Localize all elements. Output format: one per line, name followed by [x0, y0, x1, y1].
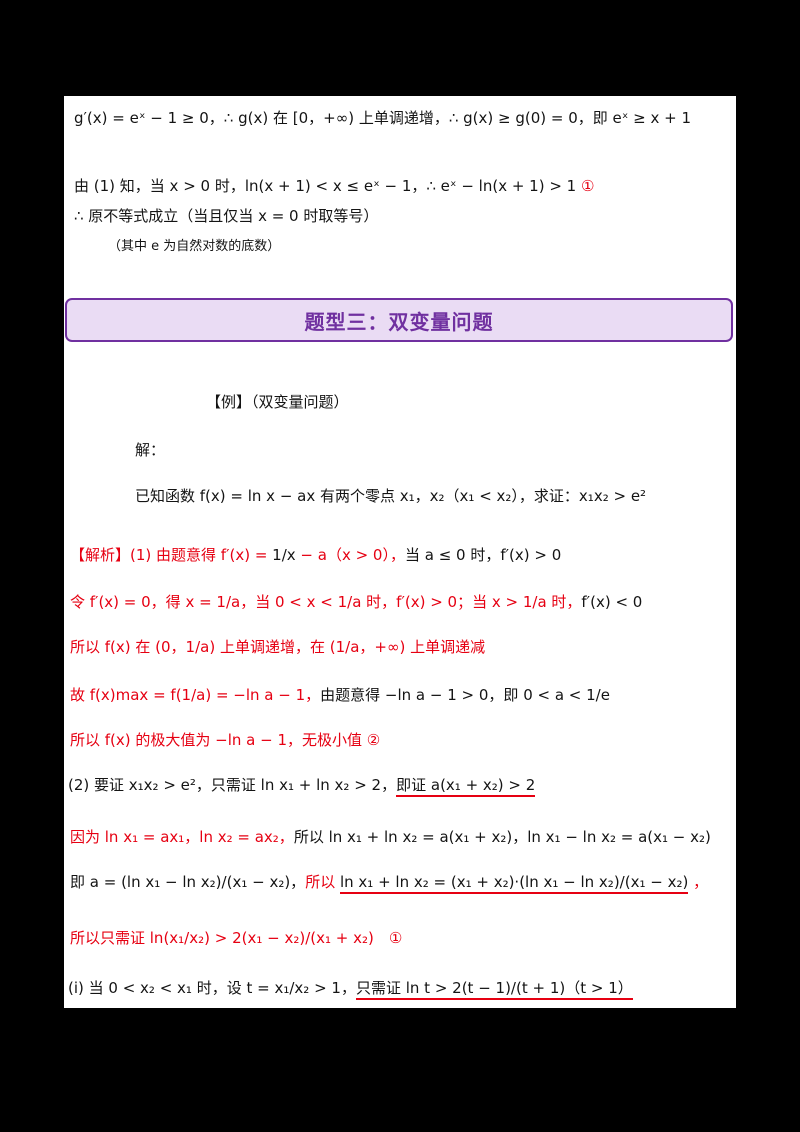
text-run: ln x₁ + ln x₂ = (x₁ + x₂)·(ln x₁ − ln x₂… [339, 873, 689, 894]
text-line: 已知函数 f(x) = ln x − ax 有两个零点 x₁，x₂（x₁ < x… [135, 486, 646, 506]
text-run: 即 a = (ln x₁ − ln x₂)/(x₁ − x₂)， [70, 873, 306, 891]
text-line: 【解析】(1) 由题意得 f′(x) = 1/x − a（x > 0），当 a … [70, 545, 561, 565]
text-line: (i) 当 0 < x₂ < x₁ 时，设 t = x₁/x₂ > 1，只需证 … [68, 978, 633, 1000]
text-run: (2) 要证 x₁x₂ > e²，只需证 ln x₁ + ln x₂ > 2， [68, 776, 397, 794]
text-run: 所以 f(x) 在 (0，1/a) 上单调递增，在 (1/a，+∞) 上单调递减 [70, 638, 486, 656]
text-run: ， [688, 873, 709, 891]
text-run: 由 (1) 知，当 x > 0 时，ln(x + 1) < x ≤ eˣ − 1… [74, 177, 581, 195]
text-line: 所以只需证 ln(x₁/x₂) > 2(x₁ − x₂)/(x₁ + x₂) ① [70, 928, 402, 948]
text-run: 当 a ≤ 0 时，f′(x) > 0 [404, 546, 562, 564]
text-run: （其中 e 为自然对数的底数） [108, 239, 281, 254]
text-line: ∴ 原不等式成立（当且仅当 x = 0 时取等号） [74, 206, 378, 226]
text-line: 解： [135, 440, 165, 460]
section-banner: 题型三：双变量问题 [65, 298, 733, 342]
text-line: 令 f′(x) = 0，得 x = 1/a，当 0 < x < 1/a 时，f′… [70, 592, 642, 612]
text-run: 已知函数 f(x) = ln x − ax 有两个零点 x₁，x₂（x₁ < x… [135, 487, 647, 505]
text-run: − a（x > 0）， [295, 546, 405, 564]
text-run: 1/x [272, 546, 296, 564]
text-run: g′(x) = eˣ − 1 ≥ 0，∴ g(x) 在 [0，+∞) 上单调递增… [74, 109, 692, 127]
text-run: 所以 [305, 873, 340, 891]
text-run: 所以只需证 ln(x₁/x₂) > 2(x₁ − x₂)/(x₁ + x₂) [70, 929, 389, 947]
text-run: 因为 ln x₁ = ax₁，ln x₂ = ax₂， [70, 828, 294, 846]
text-line: 故 f(x)max = f(1/a) = −ln a − 1，由题意得 −ln … [70, 685, 610, 705]
text-run: 【解析】(1) 由题意得 f′(x) = [70, 546, 273, 564]
text-run: 故 f(x)max = f(1/a) = −ln a − 1， [70, 686, 321, 704]
text-run: 只需证 ln t > 2(t − 1)/(t + 1)（t > 1） [355, 979, 633, 1000]
text-line: 由 (1) 知，当 x > 0 时，ln(x + 1) < x ≤ eˣ − 1… [74, 176, 594, 196]
section-banner-title: 题型三：双变量问题 [304, 309, 494, 334]
text-run: ① [581, 177, 595, 195]
text-run: 【例】（双变量问题） [206, 393, 349, 411]
text-run: ① [388, 929, 403, 947]
text-line: 所以 f(x) 在 (0，1/a) 上单调递增，在 (1/a，+∞) 上单调递减 [70, 637, 485, 657]
text-line: (2) 要证 x₁x₂ > e²，只需证 ln x₁ + ln x₂ > 2，即… [68, 775, 536, 797]
text-line: 因为 ln x₁ = ax₁，ln x₂ = ax₂，所以 ln x₁ + ln… [70, 827, 711, 847]
text-run: ∴ 原不等式成立（当且仅当 x = 0 时取等号） [74, 207, 379, 225]
text-line: （其中 e 为自然对数的底数） [108, 238, 280, 256]
text-run: 解： [135, 441, 166, 459]
text-run: ② [366, 731, 381, 749]
text-run: 令 f′(x) = 0，得 x = 1/a，当 0 < x < 1/a 时，f′… [70, 593, 582, 611]
text-line: g′(x) = eˣ − 1 ≥ 0，∴ g(x) 在 [0，+∞) 上单调递增… [74, 108, 691, 128]
text-run: (i) 当 0 < x₂ < x₁ 时，设 t = x₁/x₂ > 1， [68, 979, 356, 997]
text-run: 所以 ln x₁ + ln x₂ = a(x₁ + x₂)，ln x₁ − ln… [293, 828, 711, 846]
text-line: 所以 f(x) 的极大值为 −ln a − 1，无极小值 ② [70, 730, 380, 750]
text-run: 即证 a(x₁ + x₂) > 2 [396, 776, 536, 797]
text-line: 【例】（双变量问题） [206, 392, 349, 412]
text-run: 所以 f(x) 的极大值为 −ln a − 1，无极小值 [70, 731, 367, 749]
text-run: f′(x) < 0 [581, 593, 643, 611]
text-run: 由题意得 −ln a − 1 > 0，即 0 < a < 1/e [320, 686, 610, 704]
text-line: 即 a = (ln x₁ − ln x₂)/(x₁ − x₂)，所以 ln x₁… [70, 872, 709, 894]
document-page: 题型三：双变量问题 g′(x) = eˣ − 1 ≥ 0，∴ g(x) 在 [0… [64, 96, 736, 1008]
